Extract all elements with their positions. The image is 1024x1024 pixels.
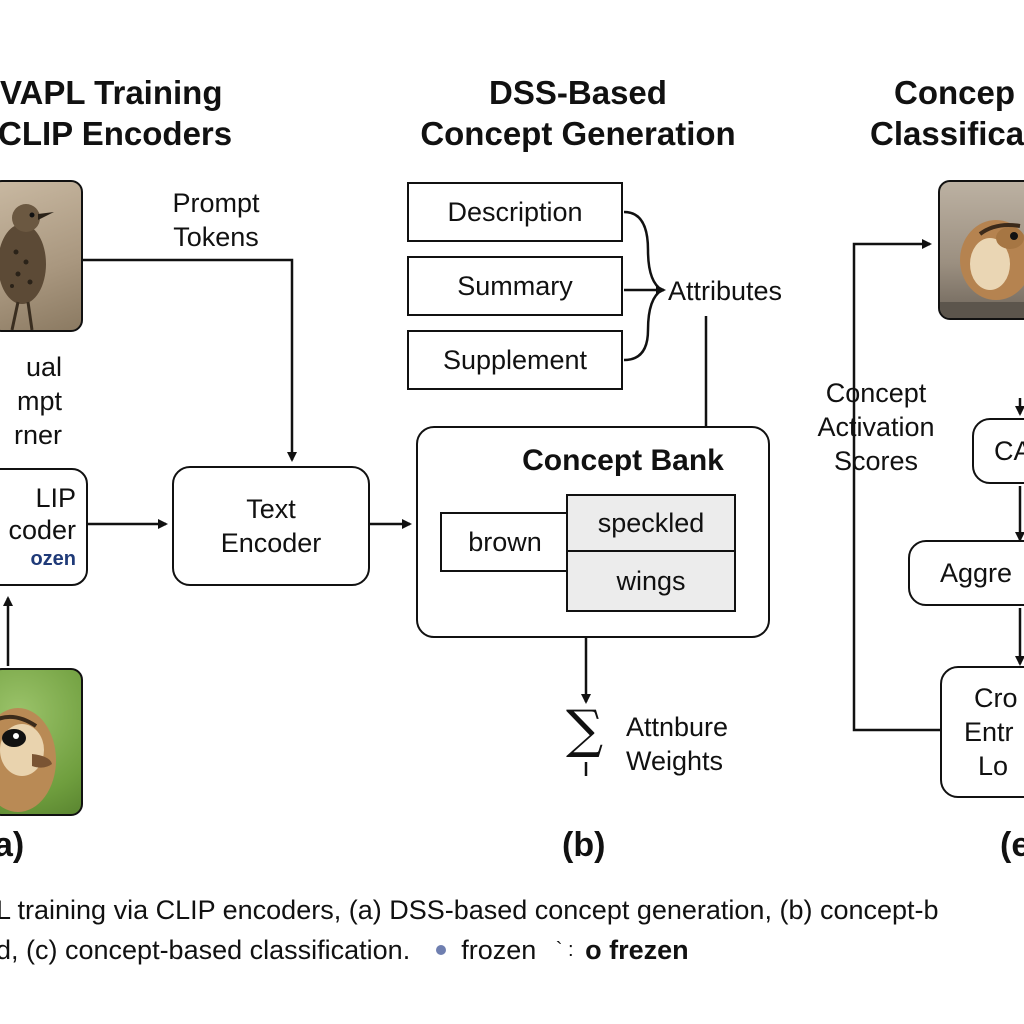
- bird-image: [0, 180, 83, 332]
- summary-label: Summary: [457, 270, 573, 301]
- chip-brown-label: brown: [468, 526, 542, 557]
- ce-label-2: Entr: [964, 717, 1014, 747]
- summary-box[interactable]: Summary: [407, 256, 623, 316]
- description-box[interactable]: Description: [407, 182, 623, 242]
- concept-activation-scores-label: Concept Activation Scores: [817, 378, 935, 476]
- panel-c-title: Concep Classifica: [870, 74, 1024, 152]
- caption-line-2: d, (c) concept-based classification. fro…: [0, 930, 689, 970]
- aggregation-label: Aggre: [940, 558, 1013, 588]
- ce-label-1: Cro: [974, 683, 1018, 713]
- chip-brown[interactable]: brown: [440, 512, 568, 572]
- chip-wings-label: wings: [616, 565, 686, 596]
- chip-speckled[interactable]: speckled: [566, 494, 736, 552]
- prompt-tokens-label: Prompt Tokens: [172, 188, 260, 252]
- sum-icon: ∑: [566, 700, 604, 760]
- caption-line-1: L training via CLIP encoders, (a) DSS-ba…: [0, 895, 939, 925]
- ca-box[interactable]: CA: [972, 418, 1024, 484]
- text-encoder-label-2: Encoder: [220, 528, 322, 558]
- description-label: Description: [447, 196, 583, 227]
- panel-b-title: DSS-Based Concept Generation: [420, 74, 736, 152]
- ce-label-3: Lo: [978, 751, 1009, 781]
- ca-label: CA: [994, 436, 1024, 466]
- frozen-legend-dot: [435, 945, 446, 956]
- concept-bank-title: Concept Bank: [522, 444, 724, 477]
- supplement-label: Supplement: [442, 344, 588, 375]
- frezen-legend-label: o frezen: [585, 935, 689, 965]
- chip-wings[interactable]: wings: [566, 552, 736, 612]
- cross-entropy-loss-box[interactable]: Cro Entr Lo: [940, 666, 1024, 798]
- chipmunk-image-2: [938, 180, 1024, 320]
- prompt-tokens-arrow: [82, 258, 297, 462]
- legend-mark: ` :: [555, 939, 574, 961]
- aggregation-box[interactable]: Aggre: [908, 540, 1024, 606]
- loss-feedback-arrow: [852, 239, 940, 732]
- clip-encoder-label-2: coder: [8, 515, 76, 545]
- attributes-label: Attributes: [668, 276, 783, 306]
- chipmunk-image: [0, 668, 83, 816]
- supplement-box[interactable]: Supplement: [407, 330, 623, 390]
- clip-encoder-label-1: LIP: [35, 483, 76, 513]
- panel-b-label: (b): [562, 826, 606, 864]
- chip-speckled-label: speckled: [597, 507, 705, 538]
- text-encoder-box[interactable]: Text Encoder: [172, 466, 370, 586]
- panel-a-title: VAPL Training CLIP Encoders: [0, 74, 233, 152]
- attributes-brace: [623, 210, 665, 362]
- panel-c-label: (e: [1000, 826, 1024, 864]
- visual-prompt-learner-label: ual mpt rner: [13, 352, 62, 450]
- caption-text: d, (c) concept-based classification.: [0, 935, 411, 965]
- clip-encoder-box[interactable]: LIP coder ozen: [0, 468, 88, 586]
- panel-a-label: a): [0, 826, 25, 864]
- attribute-weights-label: Attnbure Weights: [626, 712, 729, 776]
- frozen-legend-label: frozen: [461, 935, 537, 965]
- text-encoder-label-1: Text: [246, 494, 296, 524]
- frozen-tag: ozen: [30, 548, 76, 570]
